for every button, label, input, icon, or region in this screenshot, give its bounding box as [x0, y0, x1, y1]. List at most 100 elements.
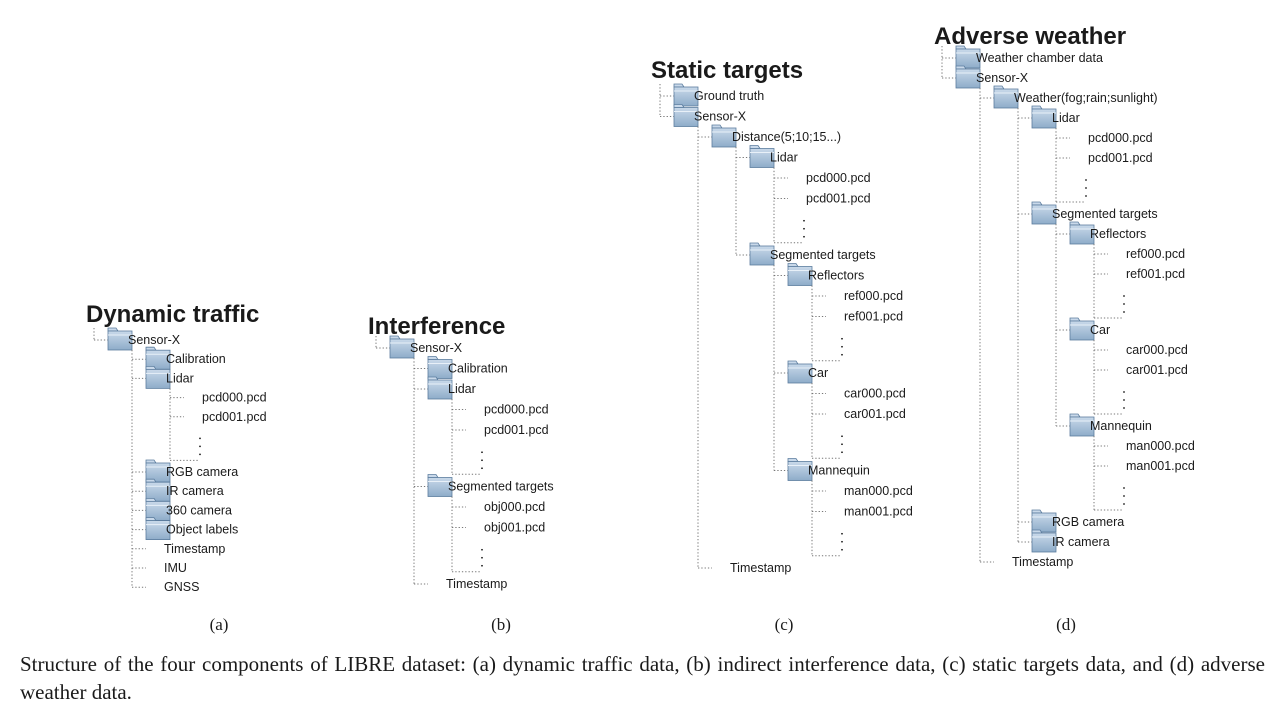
ellipsis-dot [803, 235, 805, 238]
folder-label-lidar: Lidar [448, 382, 476, 396]
ellipsis-dot [803, 227, 805, 230]
file-label-gnss: GNSS [164, 580, 199, 594]
ellipsis-dot [841, 443, 843, 446]
ellipsis-dot [1085, 179, 1087, 181]
folder-label-weather-chamber-data: Weather chamber data [976, 51, 1103, 65]
folder-label-reflectors: Reflectors [808, 269, 864, 283]
folder-label-sensor-x: Sensor-X [410, 341, 463, 355]
folder-label-car: Car [1090, 323, 1110, 337]
subfigure-label: (b) [491, 615, 511, 634]
folder-icon [993, 85, 1019, 109]
folder-label-object-labels: Object labels [166, 523, 238, 537]
file-label-ref001-pcd: ref001.pcd [844, 310, 903, 324]
folder-label-360-camera: 360 camera [166, 503, 232, 517]
ellipsis-dot [841, 337, 843, 340]
folder-label-rgb-camera: RGB camera [1052, 515, 1124, 529]
ellipsis-dot [481, 564, 483, 567]
folder-icon [145, 517, 171, 540]
file-label-obj001-pcd: obj001.pcd [484, 521, 545, 535]
ellipsis-dot [841, 435, 843, 438]
file-label-man000-pcd: man000.pcd [844, 484, 913, 498]
file-label-car001-pcd: car001.pcd [844, 407, 906, 421]
folder-icon [1031, 201, 1057, 225]
folder-icon [1069, 221, 1095, 245]
subfigure-label: (d) [1056, 615, 1076, 634]
folder-icon [749, 145, 775, 168]
folder-label-mannequin: Mannequin [808, 464, 870, 478]
folder-icon [1031, 509, 1057, 533]
folder-icon [389, 335, 415, 359]
folder-icon [145, 459, 171, 483]
file-label-timestamp: Timestamp [446, 577, 507, 591]
ellipsis-dot [481, 548, 483, 551]
file-label-obj000-pcd: obj000.pcd [484, 500, 545, 514]
folder-label-lidar: Lidar [166, 371, 194, 385]
folder-label-calibration: Calibration [166, 352, 226, 366]
folder-label-calibration: Calibration [448, 362, 508, 376]
folder-icon [427, 474, 453, 497]
diagram-title: Static targets [651, 57, 803, 84]
folder-icon [787, 263, 813, 286]
file-label-pcd000-pcd: pcd000.pcd [806, 171, 871, 185]
folder-icon [711, 124, 737, 148]
folder-label-sensor-x: Sensor-X [976, 71, 1029, 85]
ellipsis-dot [1123, 295, 1125, 297]
file-label-pcd001-pcd: pcd001.pcd [1088, 151, 1153, 165]
ellipsis-dot [481, 467, 483, 470]
folder-icon [145, 366, 171, 389]
file-label-car000-pcd: car000.pcd [1126, 343, 1188, 357]
folder-icon [145, 478, 171, 502]
ellipsis-dot [1123, 495, 1125, 497]
folder-icon [673, 83, 699, 107]
folder-icon [1069, 413, 1095, 437]
file-label-timestamp: Timestamp [730, 561, 791, 575]
diagram-interference: InterferenceSensor-XCalibrationLidarpcd0… [368, 313, 554, 634]
folder-icon [955, 65, 981, 89]
folder-icon [427, 376, 453, 400]
folder-label-ir-camera: IR camera [1052, 535, 1110, 549]
ellipsis-dot [841, 548, 843, 551]
file-label-ref001-pcd: ref001.pcd [1126, 267, 1185, 281]
ellipsis-dot [1123, 311, 1125, 313]
file-label-ref000-pcd: ref000.pcd [1126, 247, 1185, 261]
file-label-pcd000-pcd: pcd000.pcd [484, 403, 549, 417]
folder-label-segmented-targets: Segmented targets [770, 248, 876, 262]
folder-label-mannequin: Mannequin [1090, 419, 1152, 433]
ellipsis-dot [1085, 187, 1087, 189]
ellipsis-dot [841, 532, 843, 535]
ellipsis-dot [1123, 399, 1125, 401]
ellipsis-dot [481, 459, 483, 462]
folder-icon [1031, 529, 1057, 553]
folder-label-sensor-x: Sensor-X [128, 333, 181, 347]
folder-label-rgb-camera: RGB camera [166, 465, 238, 479]
file-label-car000-pcd: car000.pcd [844, 387, 906, 401]
folder-label-segmented-targets: Segmented targets [1052, 207, 1158, 221]
file-label-pcd001-pcd: pcd001.pcd [202, 410, 267, 424]
ellipsis-dot [199, 453, 201, 456]
ellipsis-dot [803, 219, 805, 222]
subfigure-label: (c) [775, 615, 794, 634]
ellipsis-dot [1123, 503, 1125, 505]
folder-label-sensor-x: Sensor-X [694, 110, 747, 124]
ellipsis-dot [1123, 391, 1125, 393]
ellipsis-dot [1123, 303, 1125, 305]
folder-label-ir-camera: IR camera [166, 484, 224, 498]
file-label-man000-pcd: man000.pcd [1126, 439, 1195, 453]
ellipsis-dot [841, 353, 843, 356]
file-label-timestamp: Timestamp [164, 542, 225, 556]
diagram-title: Dynamic traffic [86, 301, 259, 328]
folder-label-reflectors: Reflectors [1090, 227, 1146, 241]
subfigure-label: (a) [210, 615, 229, 634]
ellipsis-dot [199, 445, 201, 448]
folder-label-distance-5-10-15: Distance(5;10;15...) [732, 130, 841, 144]
ellipsis-dot [841, 451, 843, 454]
folder-icon [787, 458, 813, 481]
folder-icon [107, 327, 133, 351]
folder-label-lidar: Lidar [1052, 111, 1080, 125]
file-label-ref000-pcd: ref000.pcd [844, 289, 903, 303]
ellipsis-dot [1123, 407, 1125, 409]
